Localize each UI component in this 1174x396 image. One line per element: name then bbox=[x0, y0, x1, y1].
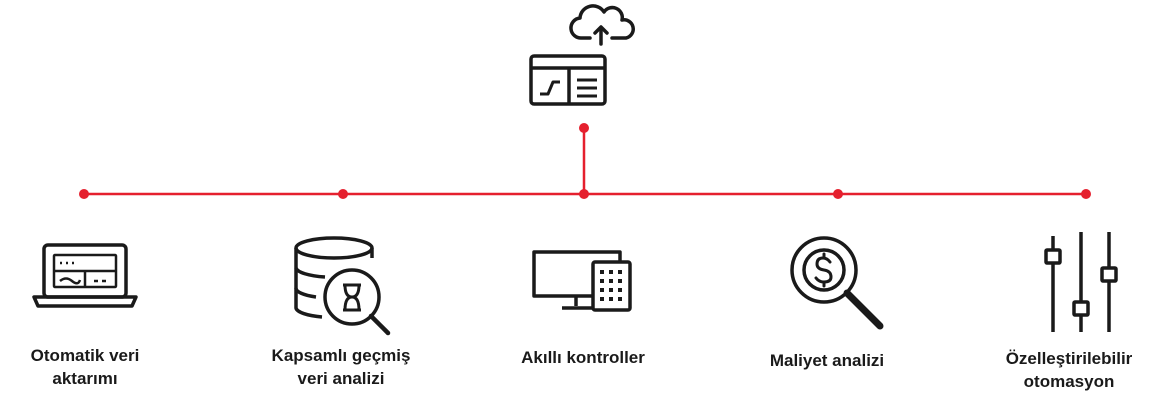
database-search-icon bbox=[294, 236, 391, 336]
sliders-icon bbox=[1044, 232, 1118, 332]
dot-1 bbox=[79, 189, 89, 199]
label-line: Kapsamlı geçmiş bbox=[271, 346, 411, 365]
label-line: Maliyet analizi bbox=[769, 351, 885, 370]
dot-top bbox=[579, 123, 589, 133]
label-otomatik-veri: Otomatik veri aktarımı bbox=[0, 344, 190, 390]
label-line: veri analizi bbox=[297, 369, 385, 388]
cost-search-icon bbox=[790, 236, 884, 330]
dashboard-window-icon bbox=[529, 54, 607, 106]
dot-4 bbox=[833, 189, 843, 199]
connector-dots bbox=[79, 123, 1091, 199]
label-line: Otomatik veri bbox=[30, 346, 140, 365]
dot-2 bbox=[338, 189, 348, 199]
laptop-icon bbox=[32, 243, 138, 308]
connector-lines bbox=[84, 128, 1086, 196]
label-line: Özelleştirilebilir bbox=[1005, 349, 1133, 368]
label-ozellestirilebilir: Özelleştirilebilir otomasyon bbox=[964, 347, 1174, 393]
label-line: aktarımı bbox=[52, 369, 118, 388]
label-akilli-kontroller: Akıllı kontroller bbox=[478, 346, 688, 369]
cloud-upload-icon bbox=[569, 4, 635, 46]
dot-5 bbox=[1081, 189, 1091, 199]
label-kapsamli-gecmis: Kapsamlı geçmiş veri analizi bbox=[236, 344, 446, 390]
label-line: Akıllı kontroller bbox=[521, 348, 645, 367]
computer-controller-icon bbox=[532, 250, 632, 312]
dot-3 bbox=[579, 189, 589, 199]
label-line: otomasyon bbox=[1023, 372, 1115, 391]
label-maliyet-analizi: Maliyet analizi bbox=[722, 349, 932, 372]
